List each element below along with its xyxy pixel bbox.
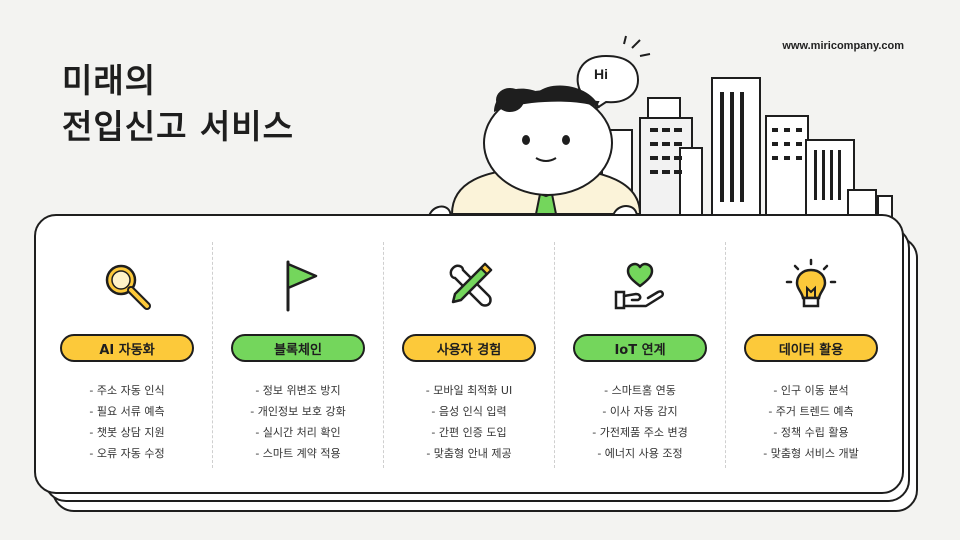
card-main: AI 자동화 - 주소 자동 인식 - 필요 서류 예측 - 챗봇 상담 지원 … bbox=[34, 214, 904, 494]
magnifier-icon bbox=[105, 264, 151, 310]
list-item: - 실시간 처리 확인 bbox=[255, 426, 341, 439]
list-item: - 스마트홈 연동 bbox=[604, 384, 676, 397]
list-item: - 가전제품 주소 변경 bbox=[592, 426, 688, 439]
title-line-1: 미래의 bbox=[62, 61, 157, 100]
list-item: - 간편 인증 도입 bbox=[431, 426, 507, 439]
list-ux: - 모바일 최적화 UI - 음성 인식 입력 - 간편 인증 도입 - 맞춤형… bbox=[426, 380, 512, 464]
pill-blockchain: 블록체인 bbox=[231, 334, 365, 362]
lightbulb-icon bbox=[785, 258, 837, 308]
city-buildings bbox=[601, 77, 893, 219]
list-item: - 이사 자동 감지 bbox=[602, 405, 678, 418]
website-url[interactable]: www.miricompany.com bbox=[782, 40, 904, 52]
list-item: - 에너지 사용 조정 bbox=[597, 447, 683, 460]
list-item: - 필요 서류 예측 bbox=[89, 405, 165, 418]
list-iot: - 스마트홈 연동 - 이사 자동 감지 - 가전제품 주소 변경 - 에너지 … bbox=[592, 380, 687, 464]
list-item: - 정보 위변조 방지 bbox=[255, 384, 341, 397]
pill-ux: 사용자 경험 bbox=[402, 334, 536, 362]
heart-hand-icon bbox=[614, 262, 665, 310]
service-card: AI 자동화 - 주소 자동 인식 - 필요 서류 예측 - 챗봇 상담 지원 … bbox=[34, 214, 920, 514]
pill-ai: AI 자동화 bbox=[60, 334, 194, 362]
list-data: - 인구 이동 분석 - 주거 트렌드 예측 - 정책 수립 활용 - 맞춤형 … bbox=[763, 380, 858, 464]
list-item: - 모바일 최적화 UI bbox=[425, 384, 513, 397]
list-item: - 정책 수립 활용 bbox=[773, 426, 849, 439]
list-item: - 오류 자동 수정 bbox=[89, 447, 165, 460]
list-item: - 인구 이동 분석 bbox=[773, 384, 849, 397]
list-item: - 주거 트렌드 예측 bbox=[768, 405, 854, 418]
tools-icon bbox=[449, 262, 493, 307]
title-line-2: 전입신고 서비스 bbox=[62, 107, 295, 146]
list-item: - 챗봇 상담 지원 bbox=[89, 426, 165, 439]
list-item: - 맞춤형 안내 제공 bbox=[426, 447, 512, 460]
list-item: - 주소 자동 인식 bbox=[89, 384, 165, 397]
list-item: - 음성 인식 입력 bbox=[431, 405, 507, 418]
speech-text: Hi bbox=[594, 66, 608, 82]
column-ux: 사용자 경험 - 모바일 최적화 UI - 음성 인식 입력 - 간편 인증 도… bbox=[384, 242, 555, 468]
list-item: - 개인정보 보호 강화 bbox=[250, 405, 346, 418]
list-item: - 맞춤형 서비스 개발 bbox=[763, 447, 859, 460]
flag-icon bbox=[286, 260, 318, 312]
list-ai: - 주소 자동 인식 - 필요 서류 예측 - 챗봇 상담 지원 - 오류 자동… bbox=[89, 380, 164, 464]
building-windows bbox=[650, 92, 841, 202]
pill-data: 데이터 활용 bbox=[744, 334, 878, 362]
column-iot: IoT 연계 - 스마트홈 연동 - 이사 자동 감지 - 가전제품 주소 변경… bbox=[555, 242, 726, 468]
column-ai: AI 자동화 - 주소 자동 인식 - 필요 서류 예측 - 챗봇 상담 지원 … bbox=[42, 242, 213, 468]
column-blockchain: 블록체인 - 정보 위변조 방지 - 개인정보 보호 강화 - 실시간 처리 확… bbox=[213, 242, 384, 468]
list-item: - 스마트 계약 적용 bbox=[255, 447, 341, 460]
column-data: 데이터 활용 - 인구 이동 분석 - 주거 트렌드 예측 - 정책 수립 활용… bbox=[726, 242, 896, 468]
page-title: 미래의 전입신고 서비스 bbox=[62, 58, 294, 150]
pill-iot: IoT 연계 bbox=[573, 334, 707, 362]
list-blockchain: - 정보 위변조 방지 - 개인정보 보호 강화 - 실시간 처리 확인 - 스… bbox=[250, 380, 345, 464]
